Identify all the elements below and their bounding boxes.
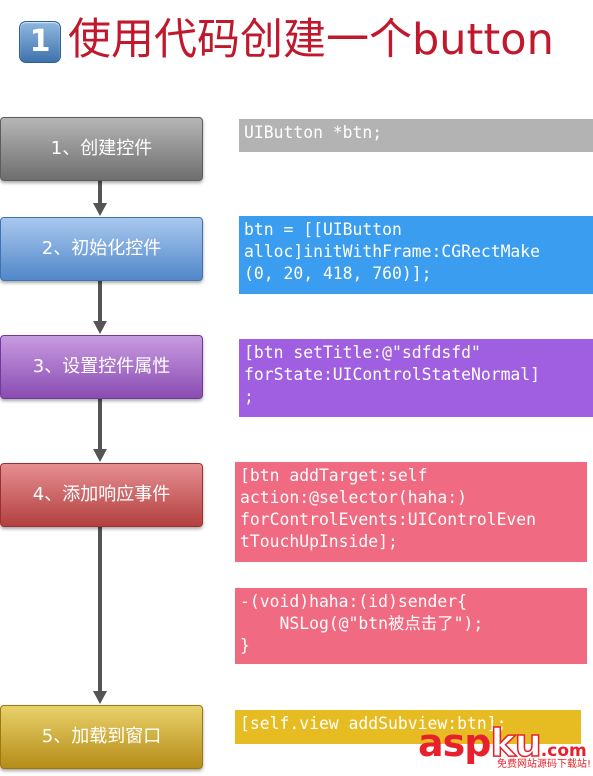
code-set-title: [btn setTitle:@"sdfdsfd" forState:UICont…	[239, 339, 593, 417]
watermark-text: aspku.com	[418, 720, 587, 766]
code-create: UIButton *btn;	[239, 119, 593, 152]
connector-2-3	[98, 281, 102, 323]
connector-4-5	[98, 527, 102, 693]
watermark-subtitle: 免费网站源码下载站!	[496, 759, 591, 770]
connector-3-4	[98, 399, 102, 451]
arrow-head-icon	[93, 691, 107, 704]
step-init-control: 2、初始化控件	[0, 217, 203, 281]
arrow-head-icon	[93, 203, 107, 216]
page-title: 使用代码创建一个button	[68, 15, 554, 65]
step-add-to-window: 5、加载到窗口	[0, 705, 203, 769]
code-add-target: [btn addTarget:self action:@selector(hah…	[235, 462, 587, 562]
arrow-head-icon	[93, 449, 107, 462]
watermark-logo: aspku.com 免费网站源码下载站!	[418, 720, 593, 776]
step-add-event: 4、添加响应事件	[0, 463, 203, 527]
step-set-properties: 3、设置控件属性	[0, 335, 203, 399]
code-init: btn = [[UIButton alloc]initWithFrame:CGR…	[239, 216, 593, 294]
connector-1-2	[98, 180, 102, 205]
step-create-control: 1、创建控件	[0, 117, 203, 181]
code-handler-method: -(void)haha:(id)sender{ NSLog(@"btn被点击了"…	[235, 588, 587, 664]
number-badge: 1	[19, 21, 61, 63]
arrow-head-icon	[93, 321, 107, 334]
code-add-subview: [self.view addSubview:btn];	[235, 710, 581, 744]
